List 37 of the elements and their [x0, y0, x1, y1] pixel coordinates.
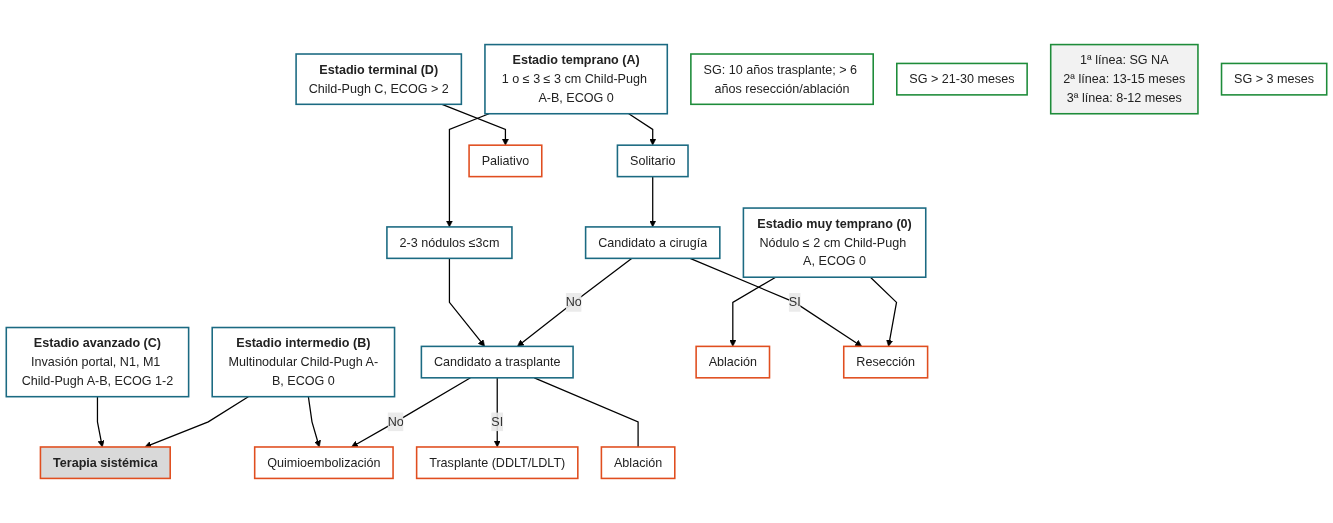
node-box: Estadio intermedio (B) Multinodular Child-Pugh A-B, ECOG 0 — [211, 326, 396, 398]
node-box: Resección — [842, 345, 929, 379]
node-box: Estadio muy temprano (0) Nódulo ≤ 2 cm Child-Pugh A, ECOG 0 — [742, 207, 927, 278]
node-box: Ablación — [695, 345, 771, 379]
arrow — [628, 113, 657, 146]
arrow — [441, 103, 509, 146]
arrow — [729, 276, 777, 347]
node-box: SG: 10 años trasplante; > 6 años resección/ablación — [690, 53, 874, 106]
node-box: 2-3 nódulos ≤3cm — [386, 226, 513, 260]
edge-label: SI — [788, 295, 801, 309]
arrow — [448, 257, 485, 347]
edge-label: SI — [491, 414, 504, 429]
arrow — [351, 377, 472, 448]
edge-label: No — [387, 414, 404, 429]
node-box: Solitario — [616, 144, 689, 178]
arrow — [689, 257, 863, 347]
node-box: Estadio temprano (A) 1 o ≤ 3 ≤ 3 cm Child-Pugh A-B, ECOG 0 — [484, 43, 669, 115]
edge-label: No — [565, 295, 582, 309]
node-box: SG > 21-30 meses — [896, 62, 1028, 96]
node-box: SG > 3 meses — [1220, 62, 1328, 96]
node-box: Estadio terminal (D) Child-Pugh C, ECOG > 2 — [295, 53, 463, 106]
arrow — [144, 396, 249, 448]
node-box: Estadio avanzado (C) Invasión portal, N1, M1 Child-Pugh A-B, ECOG 1-2 — [5, 326, 190, 398]
node-box: Trasplante (DDLT/LDLT) — [415, 446, 579, 480]
arrow — [96, 396, 105, 448]
node-box: Ablación — [600, 446, 676, 480]
arrow — [649, 176, 657, 228]
arrow — [517, 257, 633, 347]
node-box: Quimioembolización — [253, 446, 394, 480]
node-box: Candidato a cirugía — [584, 226, 721, 260]
arrow — [493, 377, 501, 448]
node-box: Terapia sistémica — [39, 446, 171, 480]
arrow — [307, 396, 321, 448]
node-box: 1ª línea: SG NA 2ª línea: 13-15 meses 3ª línea: 8-12 meses — [1049, 43, 1199, 115]
node-box: Paliativo — [468, 144, 543, 178]
node-box: Candidato a trasplante — [420, 345, 574, 379]
arrow — [869, 276, 898, 347]
